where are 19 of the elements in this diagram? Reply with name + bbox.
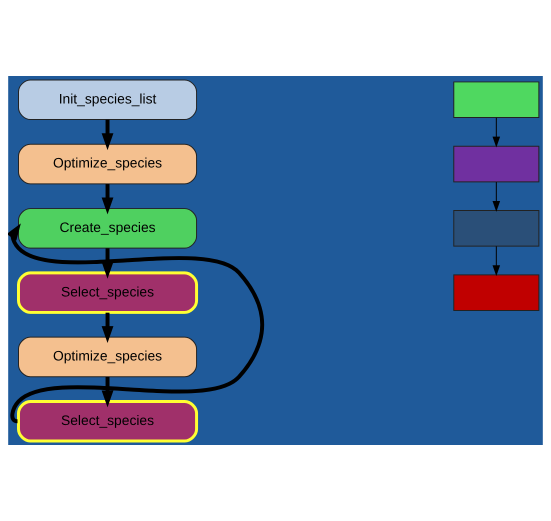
node-box: [453, 210, 540, 247]
arrow: [8, 223, 264, 423]
arrow: [492, 246, 500, 276]
node-box: [453, 274, 540, 311]
arrow: [102, 248, 114, 279]
node-box: Create_species: [18, 208, 198, 249]
node-box: [453, 146, 540, 182]
arrow: [102, 312, 114, 344]
arrow: [102, 376, 114, 408]
arrow: [102, 184, 114, 214]
node-box: Optimize_species: [18, 144, 198, 184]
node-box: Select_species: [17, 271, 198, 314]
arrow: [492, 182, 500, 212]
arrow: [492, 117, 500, 148]
arrow: [102, 120, 114, 150]
node-box: Init_species_list: [18, 79, 198, 120]
node-box: Optimize_species: [18, 336, 198, 378]
node-box: Select_species: [17, 400, 198, 443]
node-box: [453, 81, 540, 118]
